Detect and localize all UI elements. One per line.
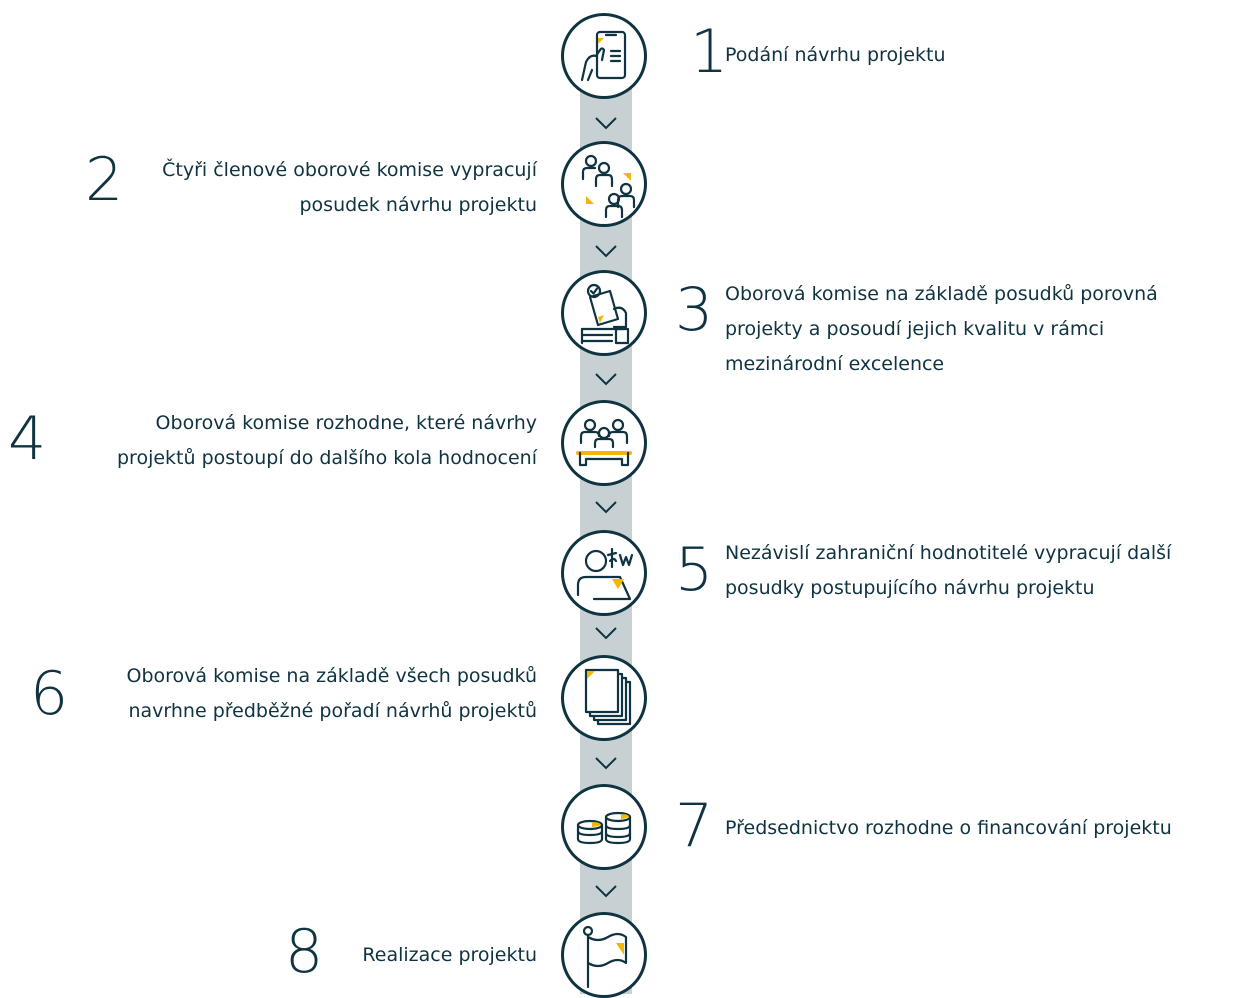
chevron-down-icon bbox=[595, 501, 617, 514]
step-7-icon-circle bbox=[561, 784, 647, 870]
step-8-number: 8 bbox=[285, 917, 324, 987]
step-2-number: 2 bbox=[85, 145, 124, 215]
committee-table-icon bbox=[576, 418, 632, 467]
step-3-icon-circle bbox=[561, 270, 647, 356]
hand-phone-icon bbox=[580, 30, 627, 82]
chevron-down-icon bbox=[595, 373, 617, 386]
chevron-down-icon bbox=[595, 757, 617, 770]
step-2-icon-circle bbox=[561, 141, 647, 227]
chevron-down-icon bbox=[595, 117, 617, 130]
step-5-label: Nezávislí zahraniční hodnotitelé vypracu… bbox=[725, 542, 1172, 599]
flag-icon bbox=[582, 925, 628, 989]
step-1-label: Podání návrhu projektu bbox=[725, 44, 946, 66]
step-2-label: Čtyři členové oborové komise vypracují p… bbox=[162, 159, 537, 216]
coins-icon bbox=[576, 811, 632, 845]
step-8-label: Realizace projektu bbox=[362, 944, 537, 966]
four-people-icon bbox=[581, 154, 636, 219]
chevron-down-icon bbox=[595, 245, 617, 258]
step-1-icon-circle bbox=[561, 13, 647, 99]
step-6-label: Oborová komise na základě všech posudků … bbox=[126, 665, 537, 722]
step-7-number: 7 bbox=[675, 791, 714, 861]
step-7-label: Předsednictvo rozhodne o financování pro… bbox=[725, 817, 1172, 839]
step-4-label: Oborová komise rozhodne, které návrhy pr… bbox=[116, 412, 537, 469]
document-stack-icon bbox=[584, 668, 632, 726]
step-8-icon-circle bbox=[561, 912, 647, 998]
step-5-icon-circle bbox=[561, 530, 647, 616]
step-3-label: Oborová komise na základě posudků porovn… bbox=[725, 283, 1158, 375]
step-6-number: 6 bbox=[30, 659, 69, 729]
step-5-number: 5 bbox=[675, 535, 714, 605]
chevron-down-icon bbox=[595, 627, 617, 640]
step-1-number: 1 bbox=[690, 17, 729, 87]
step-6-icon-circle bbox=[561, 655, 647, 741]
chevron-down-icon bbox=[595, 885, 617, 898]
approval-document-icon bbox=[580, 283, 630, 345]
foreign-reviewer-icon bbox=[576, 547, 634, 601]
step-4-number: 4 bbox=[8, 404, 47, 474]
step-3-number: 3 bbox=[675, 275, 714, 345]
step-4-icon-circle bbox=[561, 400, 647, 486]
